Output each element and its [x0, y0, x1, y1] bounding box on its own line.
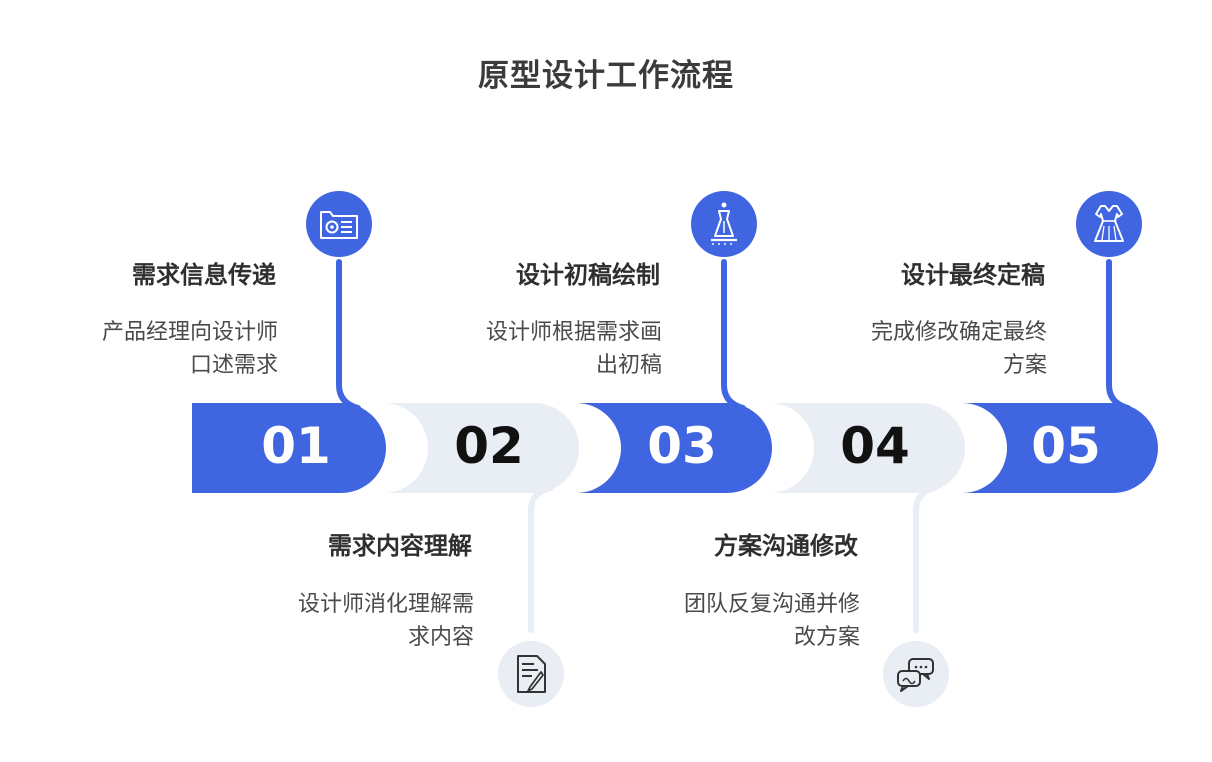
- step-number-03: 03: [647, 417, 717, 475]
- step-desc-04-line-2: 改方案: [793, 625, 860, 650]
- connector-04: [913, 485, 938, 633]
- connector-05: [1106, 259, 1131, 411]
- segment-01: [192, 403, 386, 493]
- step-desc-03-line-1: 设计师根据需求画: [485, 320, 662, 345]
- step-title-04: 方案沟通修改: [714, 532, 858, 560]
- step-desc-03-line-2: 出初稿: [595, 353, 662, 378]
- step-number-02: 02: [454, 417, 524, 475]
- step-desc-02: 设计师消化理解需 求内容: [298, 588, 474, 654]
- step-desc-01-line-2: 口述需求: [189, 353, 278, 378]
- dress-form-icon: [691, 191, 757, 257]
- dress-icon: [1076, 191, 1142, 257]
- diagram-title: 原型设计工作流程: [478, 58, 734, 94]
- step-desc-03: 设计师根据需求画 出初稿: [486, 316, 662, 382]
- step-desc-04: 团队反复沟通并修 改方案: [684, 588, 860, 654]
- step-desc-05: 完成修改确定最终 方案: [871, 316, 1047, 382]
- chat-bubbles-icon: [883, 641, 949, 707]
- step-desc-01: 产品经理向设计师 口述需求: [102, 316, 278, 382]
- step-desc-05-line-2: 方案: [1002, 353, 1047, 378]
- connector-03: [721, 259, 746, 411]
- step-desc-02-line-1: 设计师消化理解需: [297, 592, 474, 617]
- step-title-03: 设计初稿绘制: [516, 261, 660, 289]
- step-title-02: 需求内容理解: [328, 532, 472, 560]
- segment-04: [769, 403, 965, 493]
- step-number-01: 01: [261, 417, 331, 475]
- step-desc-02-line-2: 求内容: [407, 625, 474, 650]
- step-desc-01-line-1: 产品经理向设计师: [101, 320, 278, 345]
- folder-id-icon: [306, 191, 372, 257]
- connector-01: [336, 259, 361, 411]
- step-title-05: 设计最终定稿: [901, 261, 1045, 289]
- document-edit-icon: [498, 641, 564, 707]
- segment-03: [576, 403, 772, 493]
- step-number-04: 04: [840, 417, 910, 475]
- segment-02: [383, 403, 579, 493]
- connector-02: [528, 485, 553, 633]
- step-number-05: 05: [1031, 417, 1101, 475]
- step-desc-04-line-1: 团队反复沟通并修: [683, 592, 860, 617]
- step-desc-05-line-1: 完成修改确定最终: [870, 320, 1047, 345]
- segment-05: [962, 403, 1158, 493]
- step-title-01: 需求信息传递: [132, 261, 276, 289]
